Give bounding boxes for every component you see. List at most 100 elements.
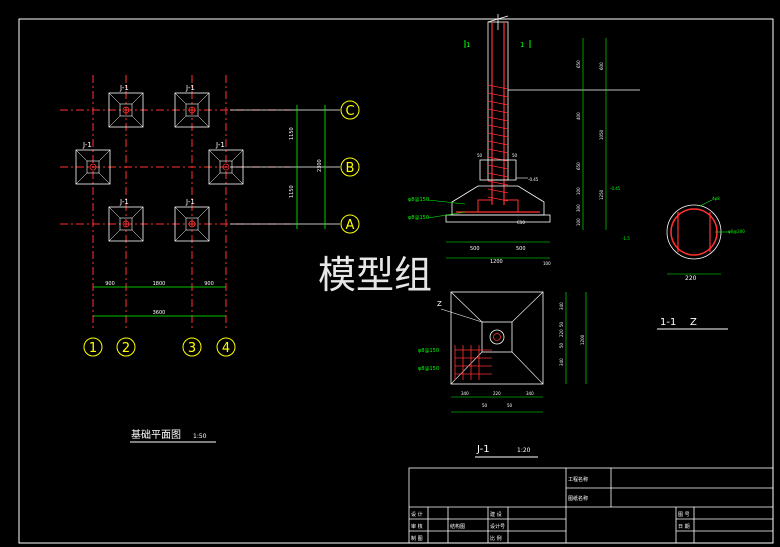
detail-dim-right: 50 bbox=[559, 321, 564, 327]
footing-outline bbox=[108, 92, 144, 128]
stirrup bbox=[487, 188, 509, 194]
dowel-left bbox=[477, 190, 493, 212]
section-mark-label-right: 1 bbox=[520, 41, 524, 49]
footing-2: J-1 bbox=[174, 84, 210, 128]
grid-bubble-c bbox=[340, 100, 360, 120]
footing-pier bbox=[119, 103, 133, 117]
column-subtitle: Z bbox=[690, 317, 697, 328]
pier-dim-left: 50 bbox=[477, 153, 483, 158]
column-rebar-top: 4φ8 bbox=[712, 196, 720, 201]
detail-column-circle bbox=[489, 329, 505, 345]
footing-profile bbox=[451, 185, 545, 216]
stirrup bbox=[487, 116, 509, 122]
tb-design-no: 设计号 bbox=[490, 523, 505, 530]
dim-side-2: 1150 bbox=[289, 185, 295, 198]
grid-bubble-1 bbox=[83, 337, 103, 357]
section-rebar-note-2: φ8@150 bbox=[408, 215, 429, 221]
section-dim-inner: 650 bbox=[576, 60, 581, 68]
grid-bubble-b bbox=[340, 157, 360, 177]
footing-concrete-label: C10 bbox=[517, 220, 525, 225]
detail-pier-square bbox=[481, 321, 513, 353]
grid-label-1: 1 bbox=[89, 341, 97, 356]
detail-dim-right: 340 bbox=[559, 302, 564, 310]
pier-top-level: -0.45 bbox=[528, 177, 539, 182]
stirrup bbox=[487, 140, 509, 146]
dim-bottom-3: 900 bbox=[204, 281, 214, 287]
detail-dim-right: 50 bbox=[559, 342, 564, 348]
section-dim-inner: 300 bbox=[576, 204, 581, 212]
column-diameter: 220 bbox=[685, 275, 697, 282]
title-block bbox=[408, 467, 774, 544]
grid-bubble-4 bbox=[216, 337, 236, 357]
detail-dim-b3: 340 bbox=[526, 391, 534, 396]
footing-label: J-1 bbox=[119, 198, 129, 206]
detail-mark-z: Z bbox=[437, 300, 442, 308]
titleblock-frame bbox=[408, 467, 774, 544]
grid-label-2: 2 bbox=[122, 341, 130, 356]
detail-title: J-1 bbox=[476, 444, 490, 455]
footing-label: J-1 bbox=[119, 84, 129, 92]
footing-pier bbox=[119, 217, 133, 231]
section-mark-label-left: 1 bbox=[466, 41, 470, 49]
stirrup bbox=[487, 108, 509, 114]
section-dim-outer: 1250 bbox=[599, 189, 604, 200]
section-dim-outer: 600 bbox=[599, 62, 604, 70]
footing-column bbox=[122, 106, 130, 114]
level-bottom: -1.5 bbox=[622, 236, 630, 241]
grid-bubble-a bbox=[340, 214, 360, 234]
section-rebar-note-1: φ8@150 bbox=[408, 197, 429, 203]
footing-outline bbox=[75, 149, 111, 185]
tb-type: 结构图 bbox=[450, 523, 465, 530]
grid-label-b: B bbox=[346, 161, 355, 176]
footing-column bbox=[188, 106, 196, 114]
watermark: 模型组 bbox=[318, 253, 432, 297]
stirrup bbox=[487, 124, 509, 130]
dowel-right bbox=[503, 190, 519, 212]
section-dim-outer: 1050 bbox=[599, 129, 604, 140]
detail-rebar-note-1: φ8@150 bbox=[418, 348, 439, 354]
dim-bottom-1: 900 bbox=[105, 281, 115, 287]
pier-dim-right: 50 bbox=[512, 153, 518, 158]
footing-outline bbox=[174, 92, 210, 128]
detail-diag-1 bbox=[450, 291, 483, 323]
rebar-leader-1 bbox=[427, 199, 466, 205]
stirrup bbox=[487, 172, 509, 178]
column-rebar-side: φ6@200 bbox=[728, 229, 745, 234]
footing-label: J-1 bbox=[185, 84, 195, 92]
detail-dim-right-total: 1200 bbox=[580, 334, 585, 345]
dim-side-1: 1150 bbox=[289, 127, 295, 140]
section-dim-a1: 500 bbox=[470, 246, 480, 252]
tb-draft: 制 图 bbox=[411, 535, 423, 542]
section-break-mark bbox=[487, 15, 509, 23]
detail-dim-right: 340 bbox=[559, 358, 564, 366]
tb-design: 设 计 bbox=[411, 511, 423, 518]
footing-outline bbox=[108, 206, 144, 242]
footing-5: J-1 bbox=[108, 198, 144, 242]
footing-3: J-1 bbox=[75, 141, 111, 185]
section-dim-total: 1200 bbox=[490, 259, 503, 265]
plan-title: 基础平面图 bbox=[131, 428, 181, 441]
tb-drawing-name: 图纸名称 bbox=[568, 495, 588, 502]
grid-label-c: C bbox=[345, 104, 354, 119]
titleblock-text: 工程名称 图纸名称 设 计 审 核 制 图 结构图 建 设 设计号 比 例 图 … bbox=[411, 476, 690, 542]
detail-mark-leader bbox=[440, 308, 483, 323]
plan-scale: 1:50 bbox=[193, 433, 207, 440]
tb-construct: 建 设 bbox=[490, 511, 502, 518]
tb-project-name: 工程名称 bbox=[568, 476, 588, 483]
column-title: 1-1 bbox=[660, 317, 676, 328]
drawing-frame bbox=[18, 18, 774, 544]
detail-dim-b1: 340 bbox=[461, 391, 469, 396]
stirrup bbox=[487, 92, 509, 98]
detail-dim-b2: 220 bbox=[493, 391, 501, 396]
rebar-leader-2 bbox=[427, 211, 466, 219]
grid-bubble-2 bbox=[116, 337, 136, 357]
detail-dim-c1: 50 bbox=[482, 403, 488, 408]
detail-diag-2 bbox=[511, 291, 544, 323]
footing-label: J-1 bbox=[215, 141, 225, 149]
footing-section: 1 1 50 50 C10 φ8@150 φ8@150 500 500 1200… bbox=[408, 14, 640, 266]
detail-column-rebar bbox=[493, 333, 501, 341]
column-rebar-leader bbox=[699, 199, 713, 207]
